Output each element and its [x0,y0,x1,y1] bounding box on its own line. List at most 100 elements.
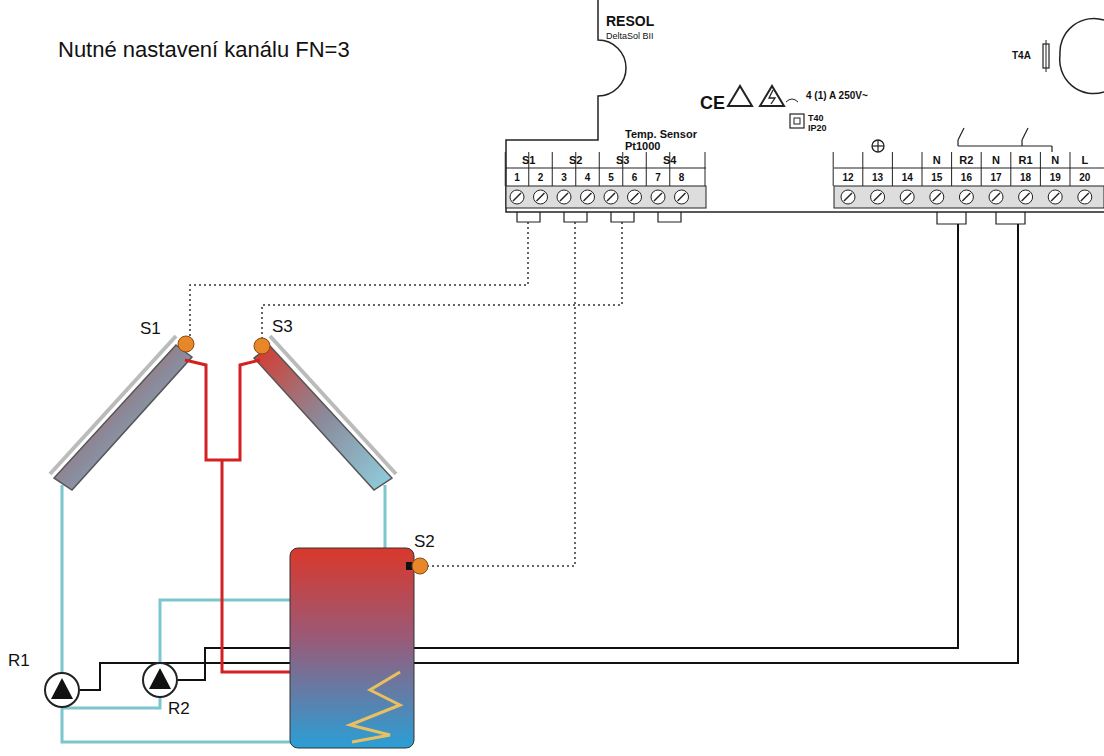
terminal-label: 5 [608,172,614,183]
sensor-wire [262,222,622,340]
collector-frame [270,336,396,474]
pump-label: R2 [168,700,190,719]
terminal-part [962,193,970,201]
terminal-part [903,193,911,201]
class-symbol [794,118,800,124]
terminal-part [871,190,885,204]
terminal-part [874,193,882,201]
terminal-label: 8 [679,172,685,183]
terminal-part [628,190,642,204]
terminal-part [959,190,973,204]
terminal-part [646,152,647,186]
terminal-part [651,190,665,204]
terminal-part [599,152,600,186]
terminal-part [833,152,834,186]
terminal-label: 12 [842,172,853,183]
temperature-sensor [254,338,270,354]
terminal-part [930,190,944,204]
terminal-part [981,152,982,186]
terminal-label: L [1081,154,1088,166]
warning-triangle [760,86,784,106]
terminal-part [1019,190,1033,204]
terminal-bridge [564,212,587,222]
pump-wire [80,224,1018,690]
class-symbol [790,114,804,128]
terminal-label: 4 [585,172,591,183]
terminal-bridge [937,212,966,224]
terminal-label: S3 [616,154,629,166]
collector-frame [50,336,176,474]
note-text: Nutné nastavení kanálu FN=3 [58,38,350,62]
terminal-part [992,193,1000,201]
terminal-label: R2 [959,154,973,166]
terminal-label: 20 [1079,172,1090,183]
terminal-label: 15 [931,172,942,183]
sensor-label: S3 [272,318,293,337]
relay-contact-symbol [786,99,798,102]
terminal-part [834,168,1104,169]
terminal-label: S2 [569,154,582,166]
terminal-label: 3 [561,172,567,183]
pump-label: R1 [8,652,30,671]
terminal-label: 13 [872,172,883,183]
terminal-part [933,193,941,201]
controller-housing [506,0,1104,212]
terminal-part [506,168,706,169]
terminal-part [581,190,595,204]
terminal-part [1078,190,1092,204]
pump-symbol [51,678,73,699]
terminal-part [552,152,553,186]
ground-symbol [877,140,878,152]
terminal-part [841,190,855,204]
terminal-part [1048,190,1062,204]
terminal-label: 7 [655,172,661,183]
terminal-part [607,193,615,201]
sensor-wire [428,222,575,566]
sensor-label: S1 [140,320,161,339]
pump-symbol [143,663,177,697]
sensor-type: Temp. Sensor Pt1000 [625,128,705,152]
terminal-label: 2 [538,172,544,183]
terminal-bridge [996,212,1025,224]
pump-symbol [149,668,171,689]
fuse-lead [1046,40,1047,72]
terminal-part [900,190,914,204]
controller-unit: RESOLDeltaSol BIITemp. Sensor Pt10004 (1… [490,0,1104,240]
ce-mark: CE [700,94,725,114]
terminal-label: R1 [1019,154,1033,166]
terminal-part [844,193,852,201]
terminal-part [922,152,923,186]
terminal-label: 1 [514,172,520,183]
terminal-part [604,190,618,204]
terminal-part [560,193,568,201]
relay-rating: 4 (1) A 250V~ [806,90,868,101]
model-name: DeltaSol BII [606,32,654,42]
terminal-bridge [517,212,540,222]
terminal-part [1070,152,1071,186]
fuse-rating: T4A [1012,50,1031,61]
pump-symbol [45,673,79,707]
storage-tank [290,548,414,748]
housing-notch [1060,18,1104,93]
terminal-part [678,193,686,201]
sensor-wire [190,222,528,336]
protection-rating: T40 IP20 [808,114,844,134]
terminal-part [862,152,863,186]
terminal-part [1081,193,1089,201]
terminal-part [584,193,592,201]
terminal-part [675,190,689,204]
terminal-part [1040,152,1041,186]
heat-exchanger-coil [350,672,400,742]
terminal-label: N [992,154,1000,166]
terminal-label: N [1051,154,1059,166]
terminal-label: 6 [632,172,638,183]
terminal-label: N [933,154,941,166]
terminal-part [534,190,548,204]
terminal-part [892,152,893,186]
terminal-label: 19 [1050,172,1061,183]
terminal-label: S1 [522,154,535,166]
terminal-part [834,186,1104,208]
terminal-part [654,193,662,201]
temperature-sensor [412,558,428,574]
